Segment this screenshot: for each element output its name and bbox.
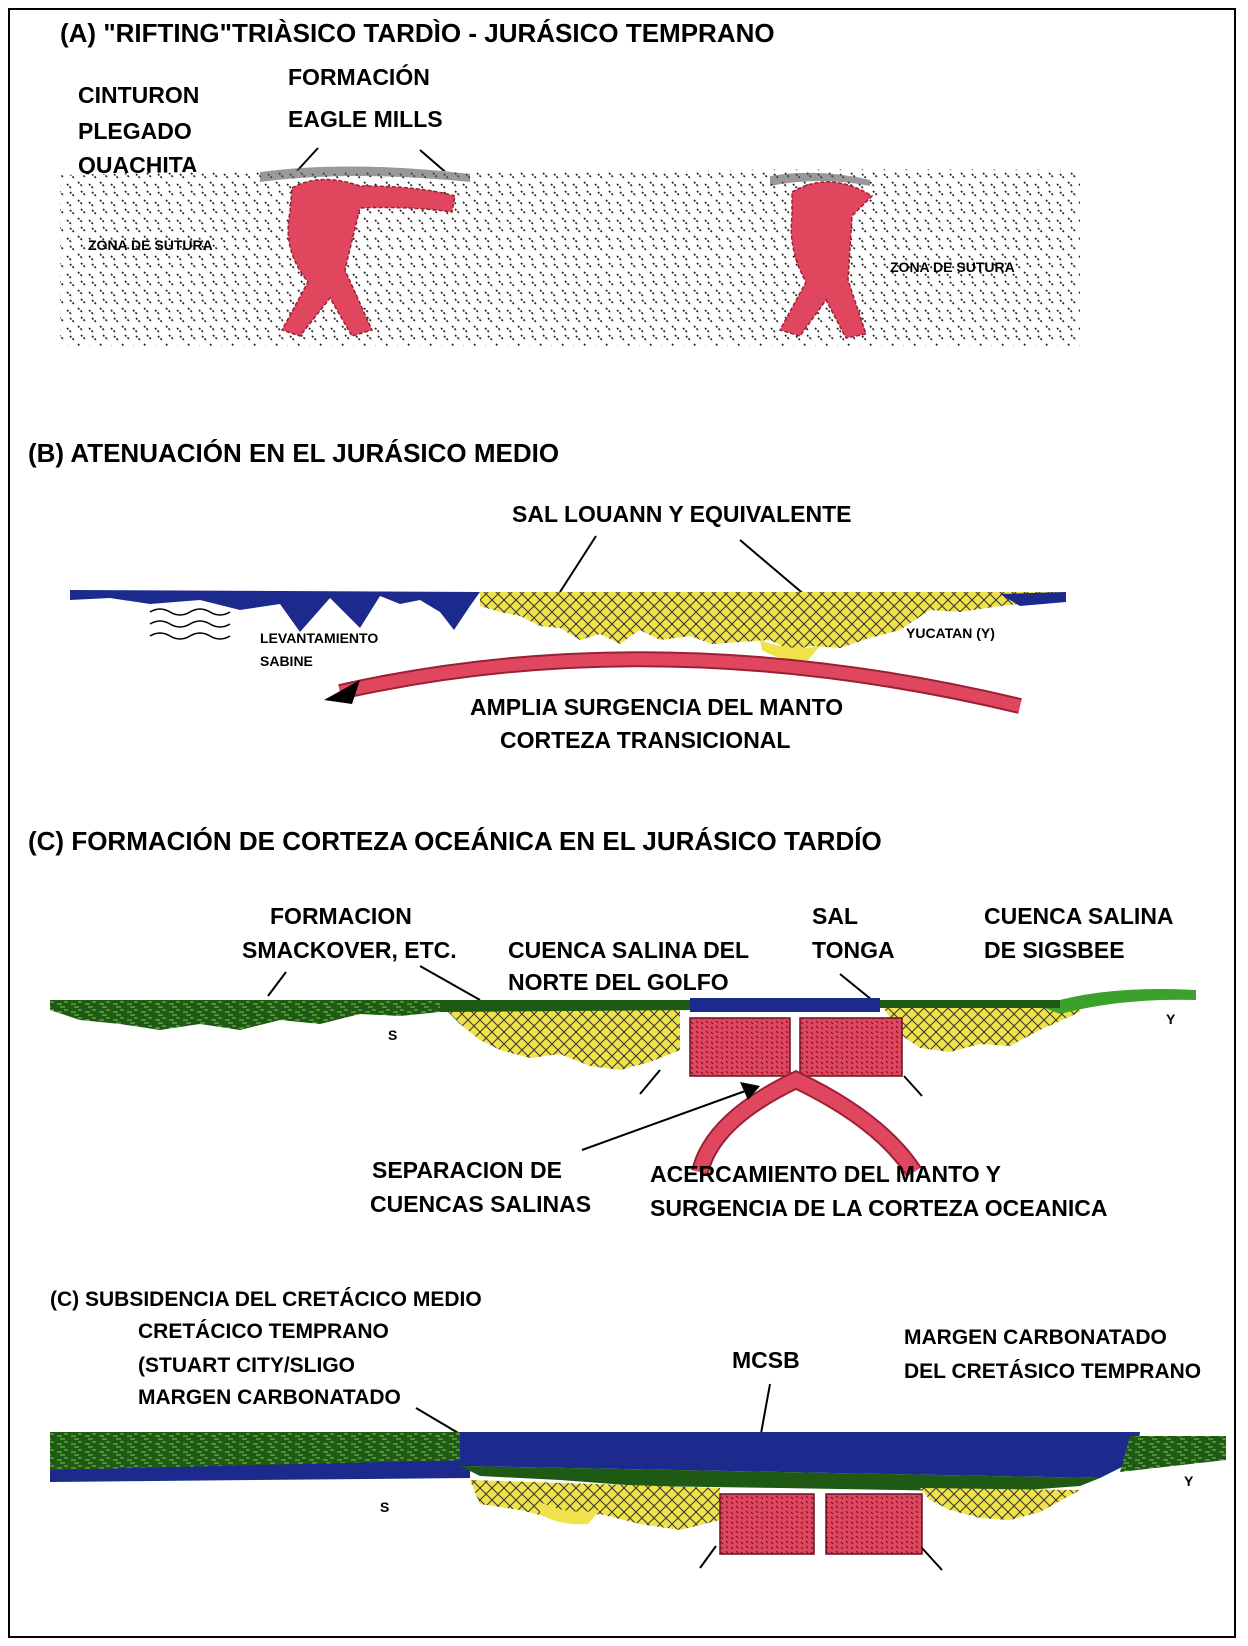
cinturon-label-2: PLEGADO (78, 118, 192, 144)
cuenca-norte-label-2: NORTE DEL GOLFO (508, 969, 729, 995)
y-label-d: Y (1184, 1473, 1194, 1489)
oceanic-crust-block-right (800, 1018, 902, 1076)
sigsbee-label-1: CUENCA SALINA (984, 903, 1174, 929)
levantamiento-label-2: SABINE (260, 653, 313, 669)
sediment-cap-right (880, 1000, 1060, 1008)
s-label-d: S (380, 1499, 389, 1515)
panel-a-title: (A) "RIFTING"TRIÀSICO TARDÌO - JURÁSICO … (60, 18, 775, 48)
salt-d-right (920, 1488, 1080, 1520)
louann-salt (480, 592, 1060, 650)
cuenca-norte-label-1: CUENCA SALINA DEL (508, 937, 749, 963)
sal-louann-pointers (560, 536, 806, 596)
suture-zone-crust (60, 169, 1080, 346)
oceanic-crust-block-left (690, 1018, 790, 1076)
sal-louann-label: SAL LOUANN Y EQUIVALENTE (512, 501, 852, 527)
carbonate-platform-right (1120, 1436, 1226, 1472)
sediment-cap-left (440, 1000, 700, 1012)
smackover-label-2: SMACKOVER, ETC. (242, 937, 457, 963)
s-label-c: S (388, 1027, 397, 1043)
panel-b-title: (B) ATENUACIÓN EN EL JURÁSICO MEDIO (28, 438, 559, 468)
yucatan-label: YUCATAN (Y) (906, 625, 995, 641)
acercamiento-label-1: ACERCAMIENTO DEL MANTO Y (650, 1161, 1001, 1187)
tonga-label-1: SAL (812, 903, 858, 929)
cretacico-label-3: MARGEN CARBONATADO (138, 1386, 401, 1409)
mcsb-label: MCSB (732, 1347, 800, 1373)
water-layer-left (70, 590, 480, 632)
cinturon-label-1: CINTURON (78, 82, 199, 108)
formacion-label-2: EAGLE MILLS (288, 106, 443, 132)
margen-label-1: MARGEN CARBONATADO (904, 1326, 1167, 1349)
acercamiento-label-2: SURGENCIA DE LA CORTEZA OCEANICA (650, 1195, 1107, 1221)
panel-c-title: (C) FORMACIÓN DE CORTEZA OCEÁNICA EN EL … (28, 826, 882, 856)
tonga-label-2: TONGA (812, 937, 895, 963)
formacion-label-1: FORMACIÓN (288, 63, 430, 90)
margen-label-2: DEL CRETÁSICO TEMPRANO (904, 1360, 1201, 1383)
north-gulf-salt (440, 1002, 680, 1070)
sigsbee-label-2: DE SIGSBEE (984, 937, 1125, 963)
wavy-basement-lines (150, 609, 230, 639)
salt-d-left (470, 1480, 720, 1530)
separacion-label-1: SEPARACION DE (372, 1157, 562, 1183)
y-label-c: Y (1166, 1011, 1176, 1027)
panel-d-title: (C) SUBSIDENCIA DEL CRETÁCICO MEDIO (50, 1288, 482, 1311)
sutura-right-label: ZONA DE SUTURA (890, 259, 1015, 275)
oceanic-crust-d-right (826, 1494, 922, 1554)
oceanic-crust-d-left (720, 1494, 814, 1554)
cretacico-label-1: CRETÁCICO TEMPRANO (138, 1320, 389, 1343)
separacion-label-2: CUENCAS SALINAS (370, 1191, 591, 1217)
water-c (690, 998, 880, 1012)
sutura-left-label: ZONA DE SUTURA (88, 237, 213, 253)
surgencia-label-1: AMPLIA SURGENCIA DEL MANTO (470, 694, 843, 720)
levantamiento-label-1: LEVANTAMIENTO (260, 630, 378, 646)
smackover-sediment (50, 1000, 470, 1030)
surgencia-label-2: CORTEZA TRANSICIONAL (500, 727, 790, 753)
smackover-label-1: FORMACION (270, 903, 412, 929)
cretacico-label-2: (STUART CITY/SLIGO (138, 1354, 355, 1377)
